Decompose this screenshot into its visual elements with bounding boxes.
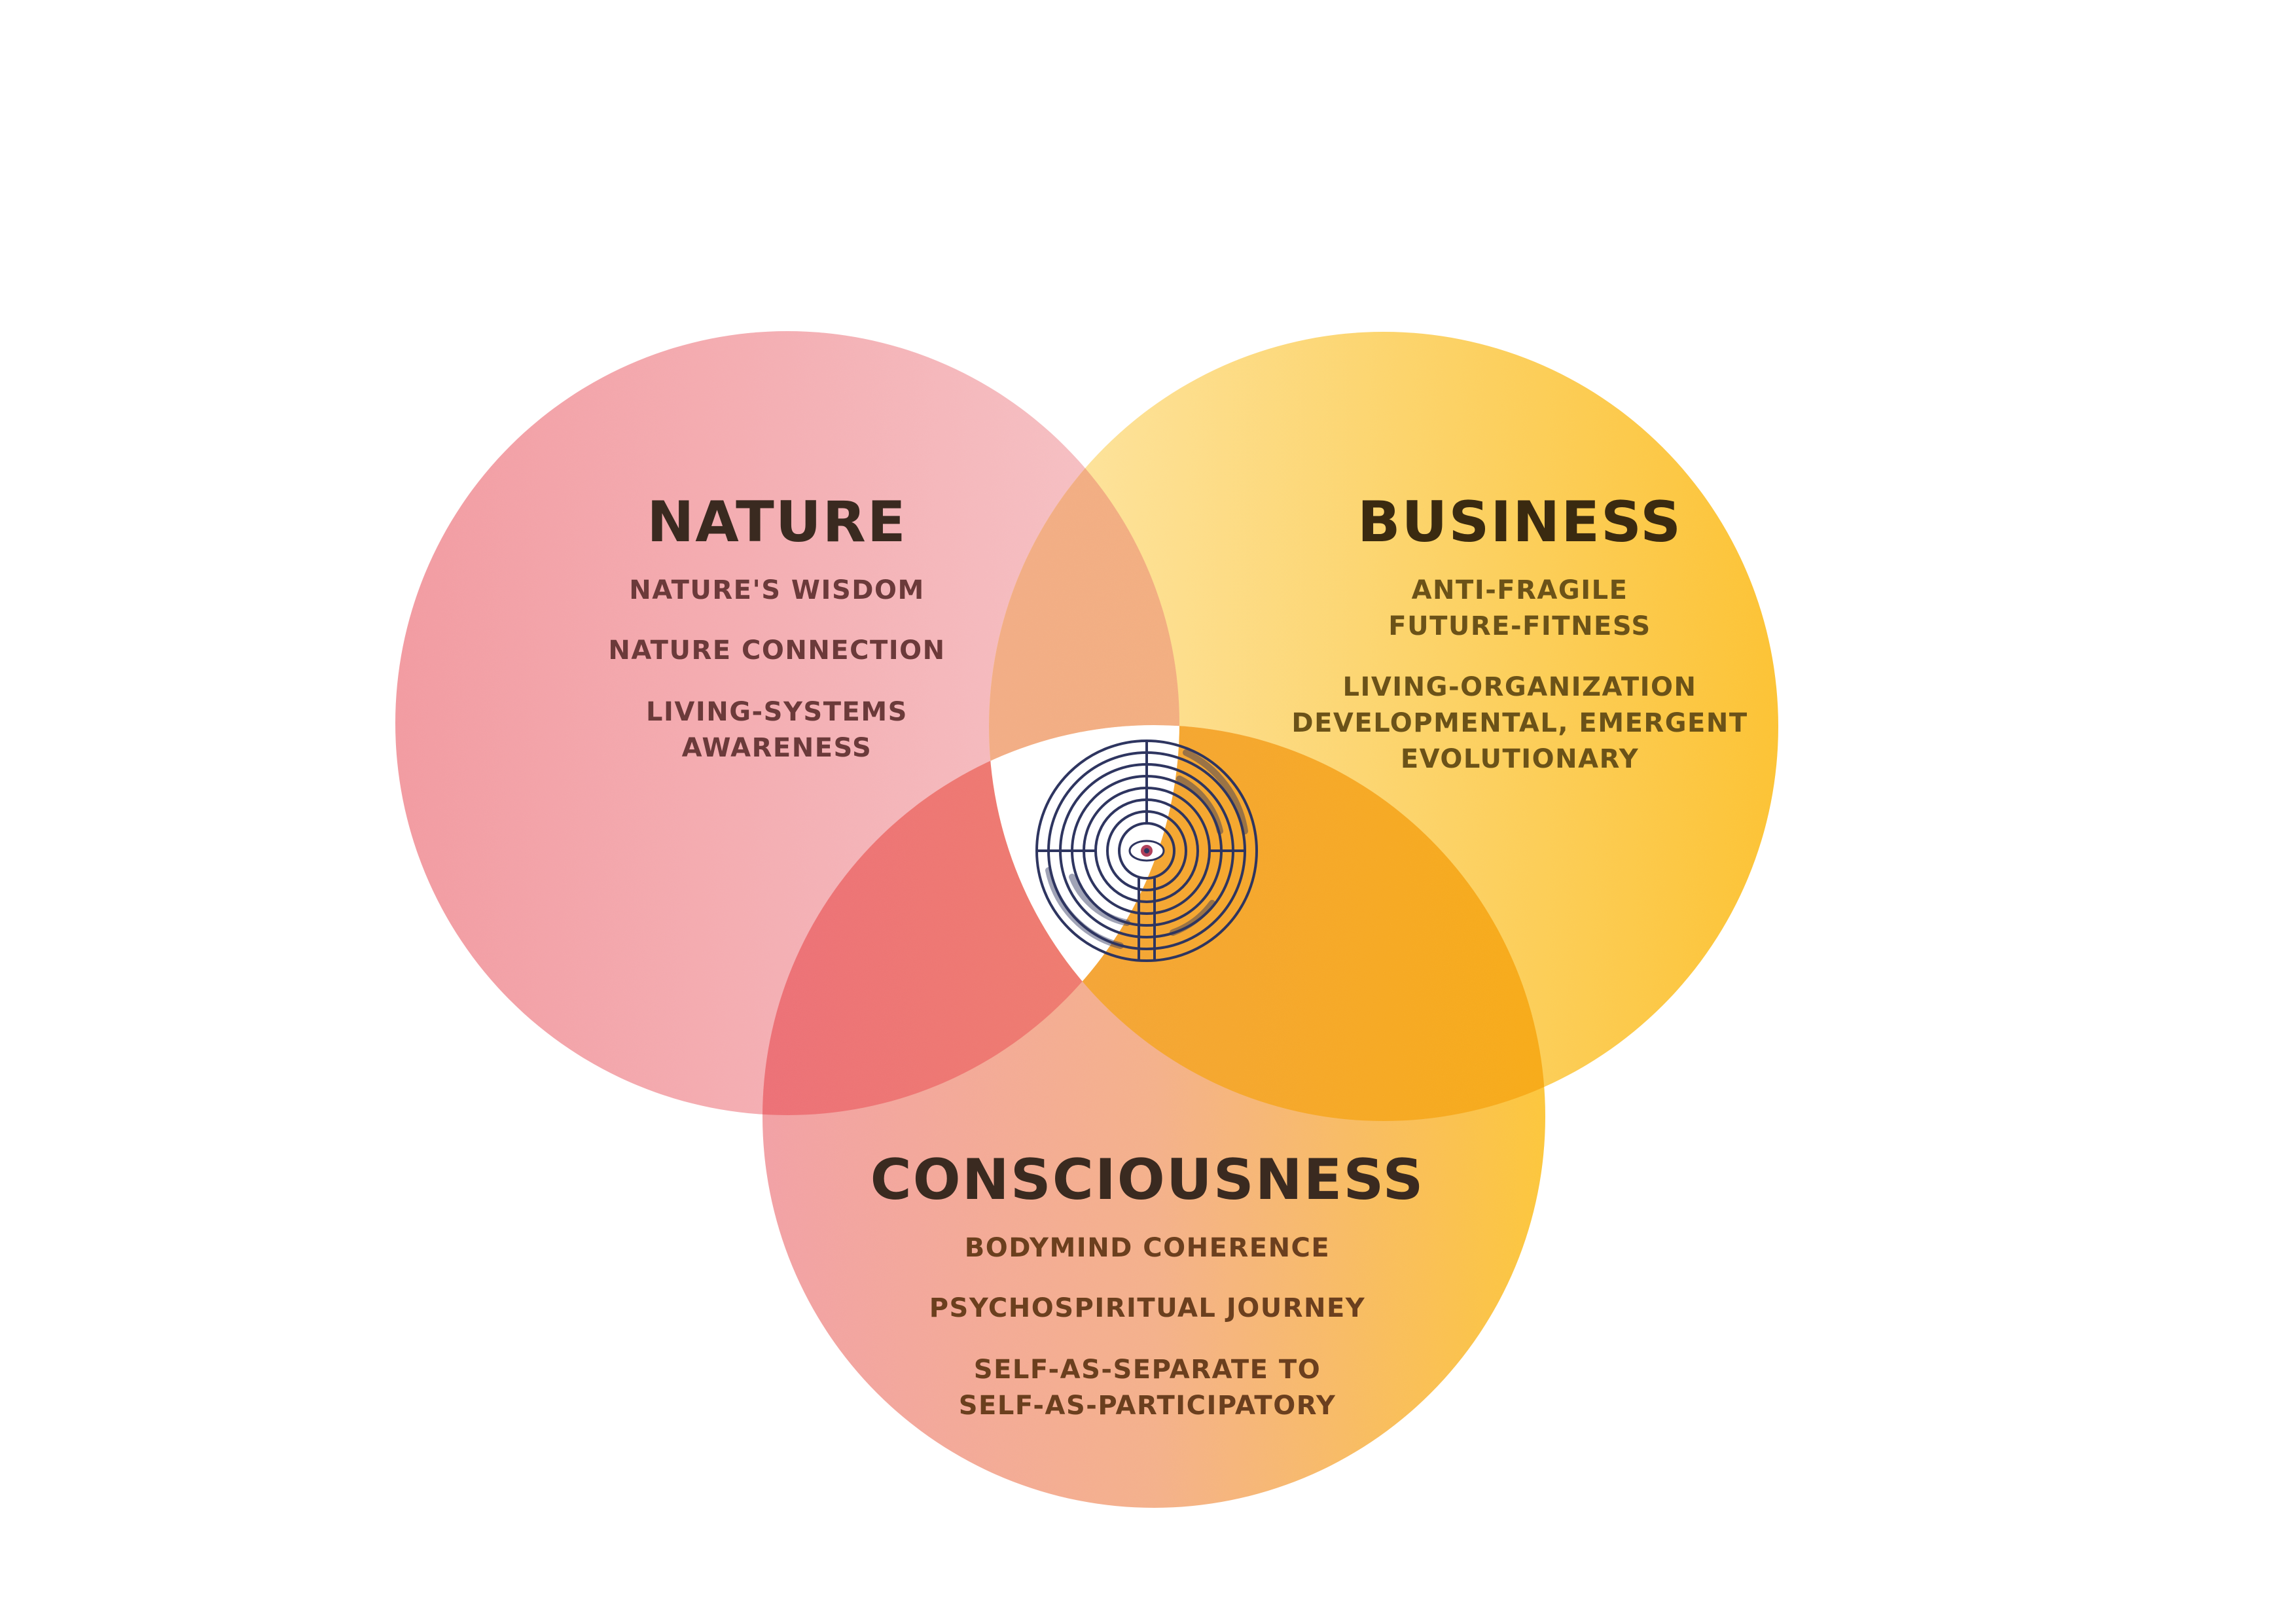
business-item-3: LIVING-ORGANIZATION xyxy=(1342,672,1696,702)
consciousness-text-group: CONSCIOUSNESS BODYMIND COHERENCE PSYCHOS… xyxy=(870,1147,1425,1421)
consciousness-item-3: SELF-AS-SEPARATE TO xyxy=(974,1355,1321,1385)
business-item-1: ANTI-FRAGILE xyxy=(1412,575,1628,605)
business-title: BUSINESS xyxy=(1357,490,1682,555)
nature-item-2: NATURE CONNECTION xyxy=(608,635,945,666)
consciousness-item-1: BODYMIND COHERENCE xyxy=(965,1233,1330,1263)
consciousness-item-4: SELF-AS-PARTICIPATORY xyxy=(959,1391,1336,1421)
business-item-5: EVOLUTIONARY xyxy=(1401,744,1639,774)
grain-texture xyxy=(395,331,1778,1508)
business-item-2: FUTURE-FITNESS xyxy=(1388,611,1651,641)
nature-item-3: LIVING-SYSTEMS xyxy=(646,697,908,727)
nature-item-4: AWARENESS xyxy=(682,733,872,763)
consciousness-item-2: PSYCHOSPIRITUAL JOURNEY xyxy=(929,1293,1366,1323)
business-text-group: BUSINESS ANTI-FRAGILE FUTURE-FITNESS LIV… xyxy=(1291,490,1748,774)
nature-text-group: NATURE NATURE'S WISDOM NATURE CONNECTION… xyxy=(608,490,945,763)
business-item-4: DEVELOPMENTAL, EMERGENT xyxy=(1291,708,1748,738)
consciousness-title: CONSCIOUSNESS xyxy=(870,1147,1425,1213)
labyrinth-eye-icon xyxy=(1035,740,1258,962)
nature-title: NATURE xyxy=(647,490,906,555)
nature-item-1: NATURE'S WISDOM xyxy=(629,575,925,605)
